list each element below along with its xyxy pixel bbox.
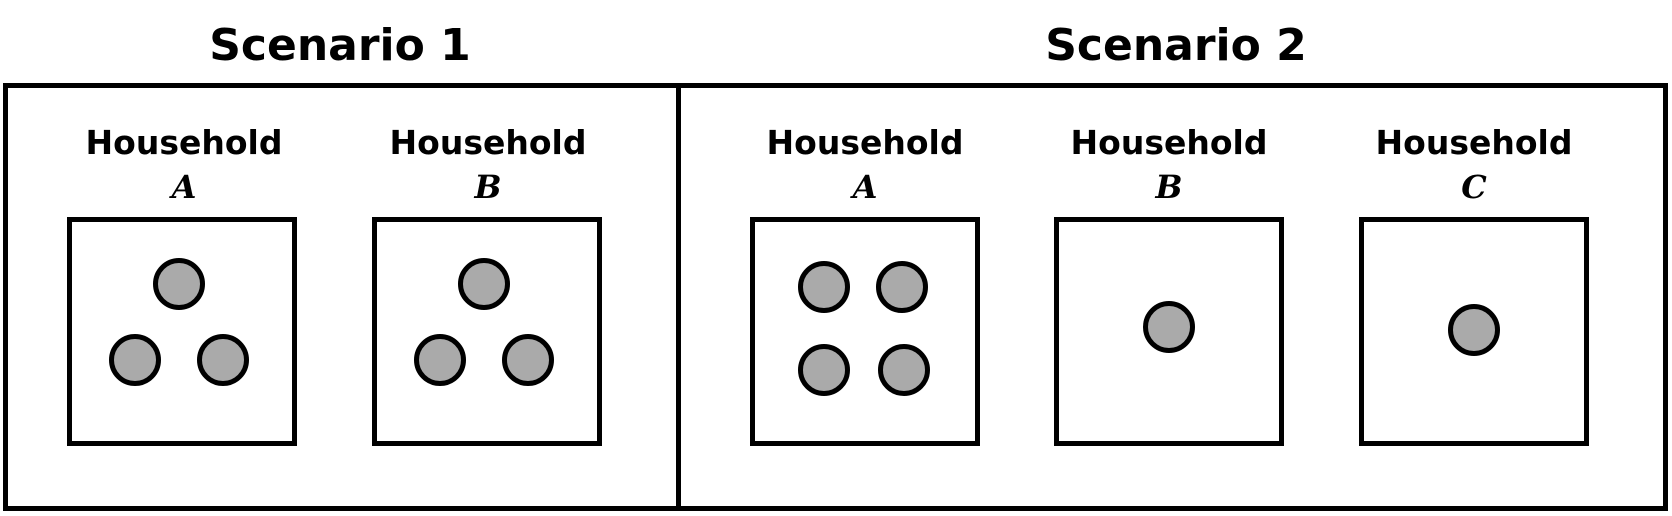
person-circle bbox=[798, 261, 850, 313]
household-label-text: Household bbox=[1375, 123, 1573, 162]
scenario-1-household-b-label: Household B bbox=[368, 121, 608, 209]
household-label-text: Household bbox=[1070, 123, 1268, 162]
household-letter: A bbox=[171, 168, 197, 206]
household-letter: B bbox=[1155, 168, 1183, 206]
household-label-text: Household bbox=[85, 123, 283, 162]
household-letter: B bbox=[474, 168, 502, 206]
person-circle bbox=[458, 258, 510, 310]
scenario-1-title: Scenario 1 bbox=[209, 20, 471, 71]
scenario-2-household-c-box bbox=[1359, 217, 1589, 446]
person-circle bbox=[876, 261, 928, 313]
person-circle bbox=[878, 344, 930, 396]
person-circle bbox=[798, 344, 850, 396]
scenario-2-household-c-label: Household C bbox=[1354, 121, 1594, 209]
scenario-2-title: Scenario 2 bbox=[1045, 20, 1307, 71]
scenario-2-household-b-box bbox=[1054, 217, 1284, 446]
person-circle bbox=[109, 334, 161, 386]
household-label-text: Household bbox=[766, 123, 964, 162]
person-circle bbox=[153, 258, 205, 310]
scenario-2-frame bbox=[676, 83, 1668, 511]
household-label-text: Household bbox=[389, 123, 587, 162]
scenario-2-household-b-label: Household B bbox=[1049, 121, 1289, 209]
person-circle bbox=[197, 334, 249, 386]
scenario-1-frame bbox=[3, 83, 681, 511]
scenario-2-household-a-box bbox=[750, 217, 980, 446]
person-circle bbox=[1448, 304, 1500, 356]
scenario-1-household-b-box bbox=[372, 217, 602, 446]
person-circle bbox=[414, 334, 466, 386]
scenario-1-household-a-label: Household A bbox=[64, 121, 304, 209]
person-circle bbox=[1143, 301, 1195, 353]
household-letter: C bbox=[1461, 168, 1487, 206]
household-letter: A bbox=[852, 168, 878, 206]
scenario-2-household-a-label: Household A bbox=[745, 121, 985, 209]
scenario-1-household-a-box bbox=[67, 217, 297, 446]
person-circle bbox=[502, 334, 554, 386]
